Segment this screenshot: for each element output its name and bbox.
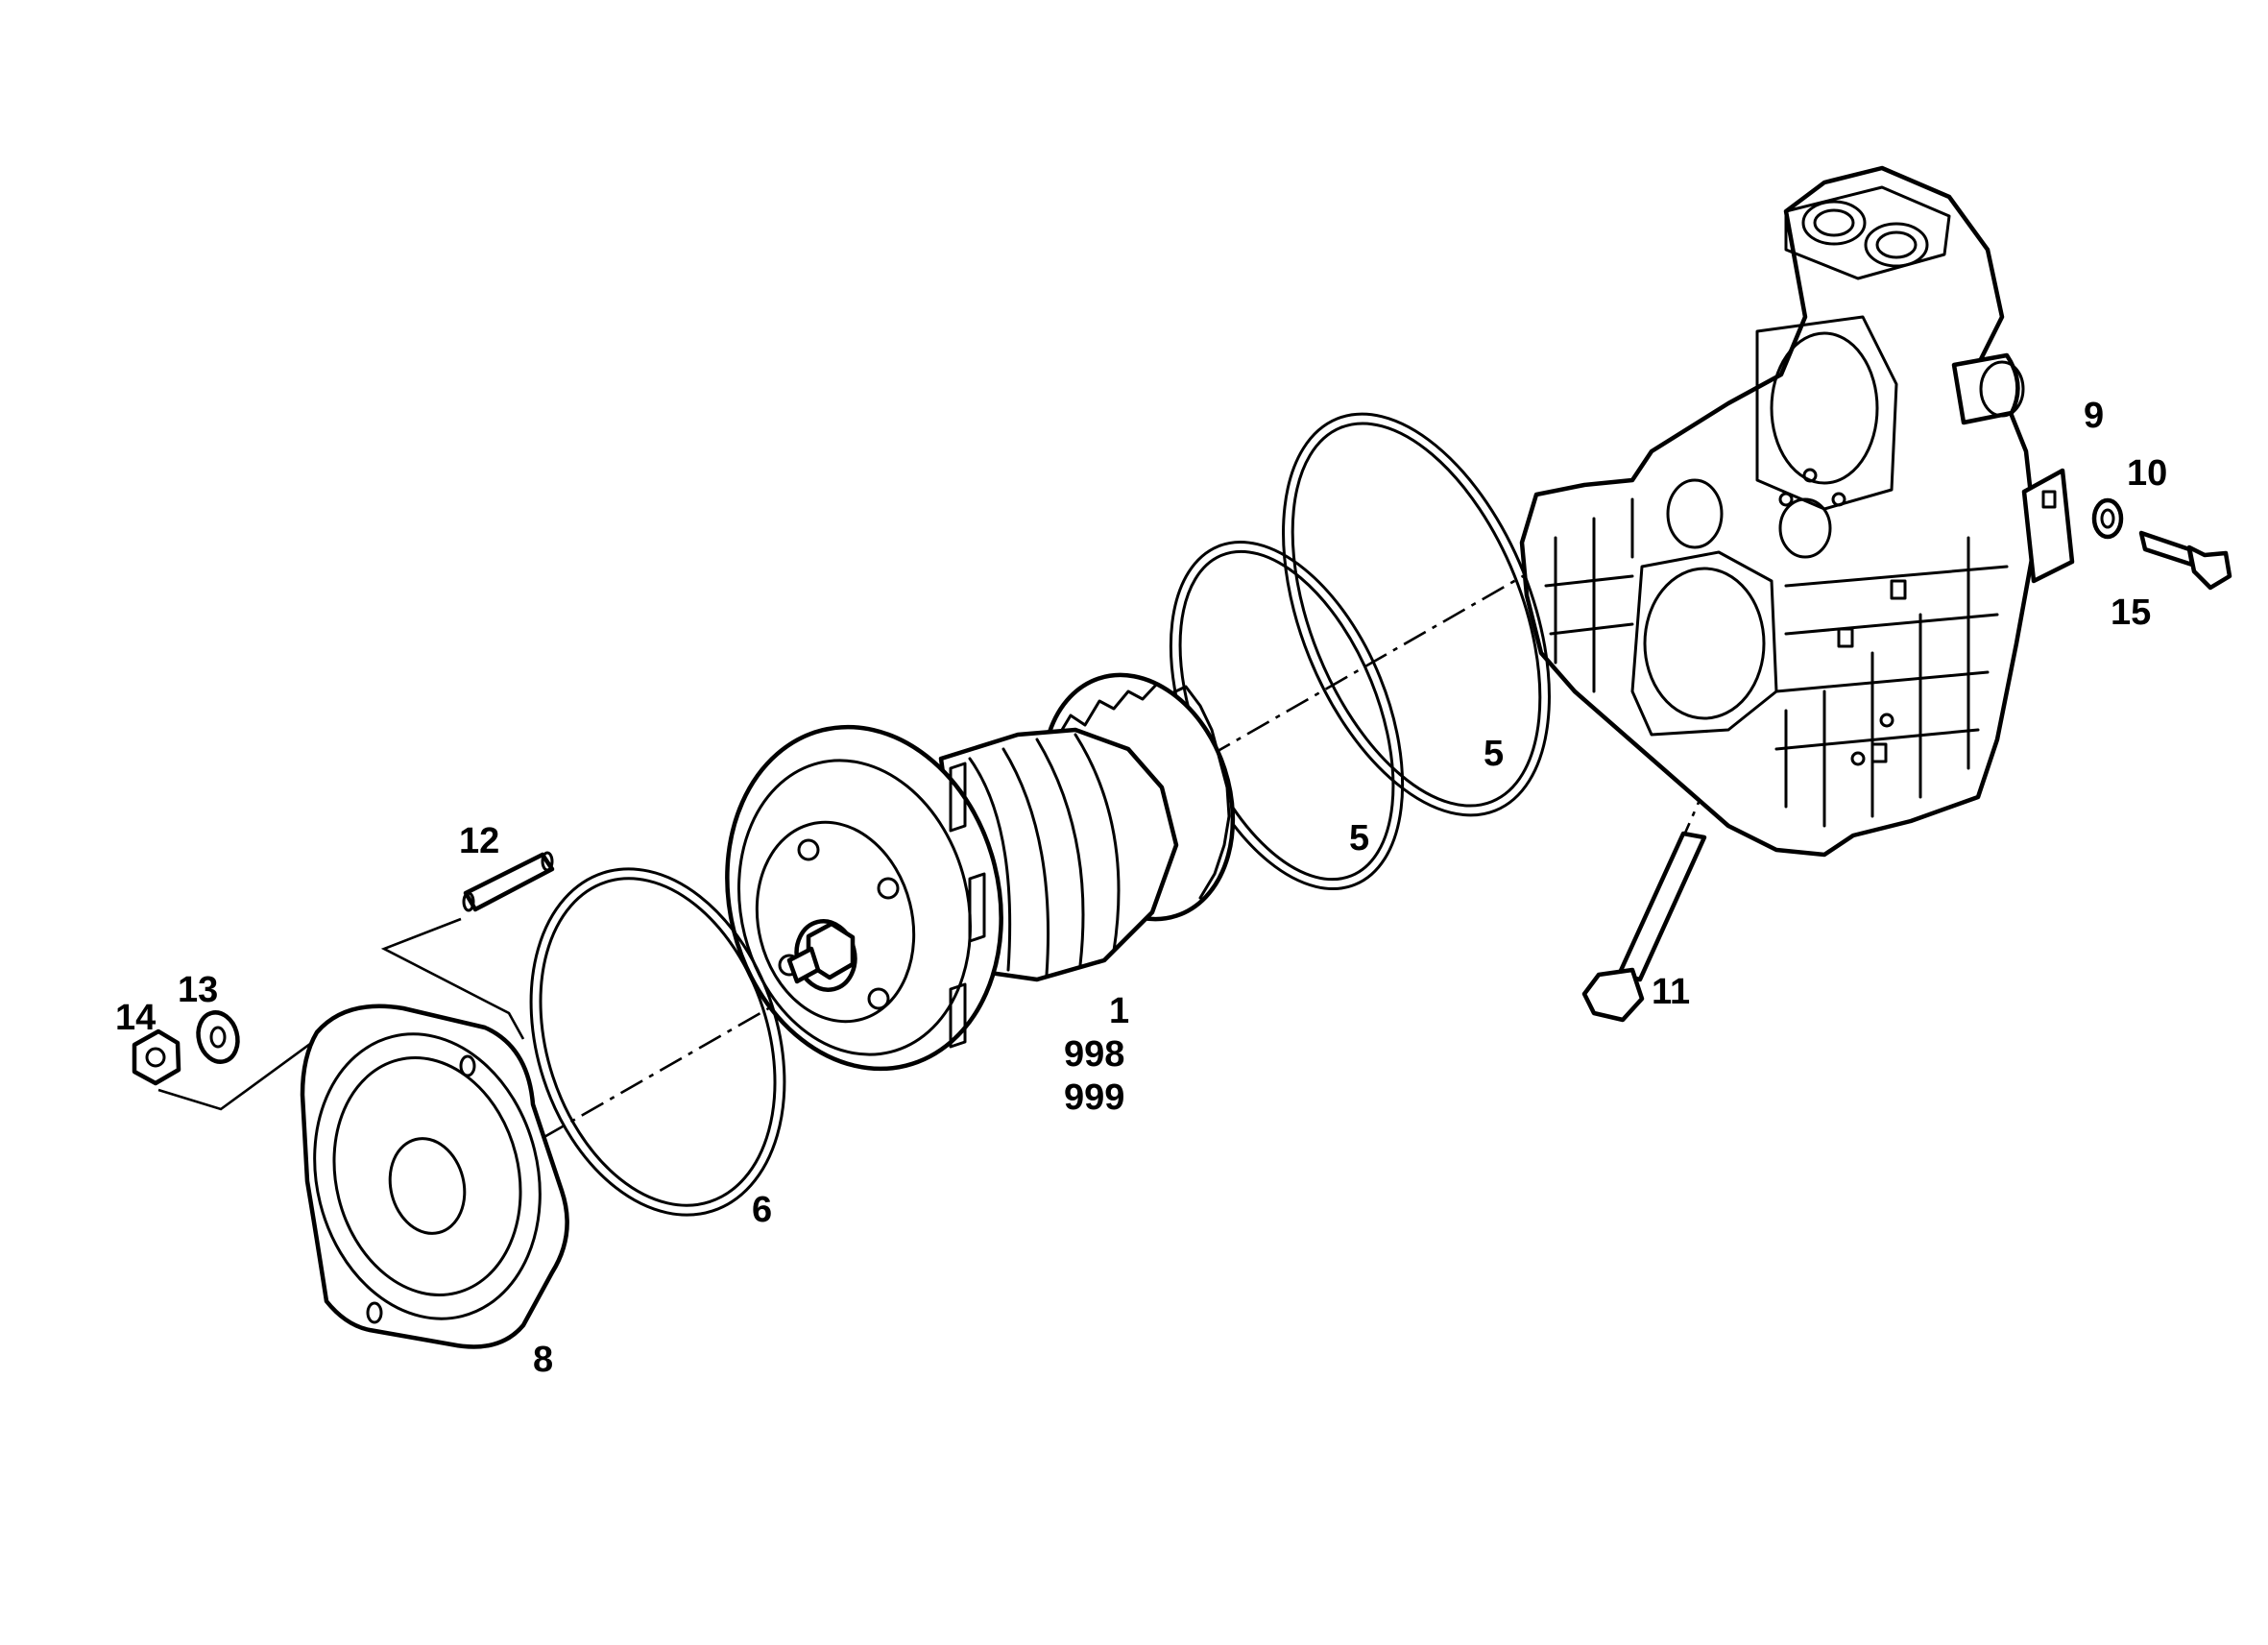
callout-9: 9 — [2084, 396, 2104, 436]
washer-part-10 — [2091, 497, 2124, 540]
long-bolt-part-11 — [1581, 831, 1707, 1023]
callout-6: 6 — [752, 1190, 772, 1230]
callout-8: 8 — [533, 1340, 553, 1380]
pump-assembly-part-1 — [725, 672, 1236, 1072]
bolt-part-15 — [2138, 530, 2232, 591]
cover-plate-part-8 — [300, 1004, 569, 1349]
callout-14: 14 — [115, 998, 156, 1038]
callout-labels: 1 998 999 5 5 6 8 9 10 11 12 13 14 15 — [115, 396, 2167, 1380]
callout-11: 11 — [1652, 972, 1690, 1012]
o-ring-part-6 — [529, 867, 786, 1217]
callout-13: 13 — [178, 970, 218, 1010]
o-ring-part-5-large — [1282, 412, 1551, 817]
callout-998: 998 — [1064, 1034, 1124, 1075]
callout-5-small: 5 — [1349, 818, 1369, 859]
stud-part-12 — [462, 851, 555, 912]
callout-999: 999 — [1064, 1077, 1124, 1118]
callout-1: 1 — [1109, 991, 1129, 1031]
callout-12: 12 — [459, 821, 499, 861]
gear-housing — [1519, 165, 2039, 858]
bracket-part-9 — [2021, 468, 2075, 584]
washer-part-13 — [196, 1010, 240, 1064]
callout-5-large: 5 — [1484, 734, 1504, 774]
callout-10: 10 — [2127, 453, 2167, 494]
callout-15: 15 — [2111, 593, 2151, 633]
nut-part-14 — [132, 1028, 181, 1086]
